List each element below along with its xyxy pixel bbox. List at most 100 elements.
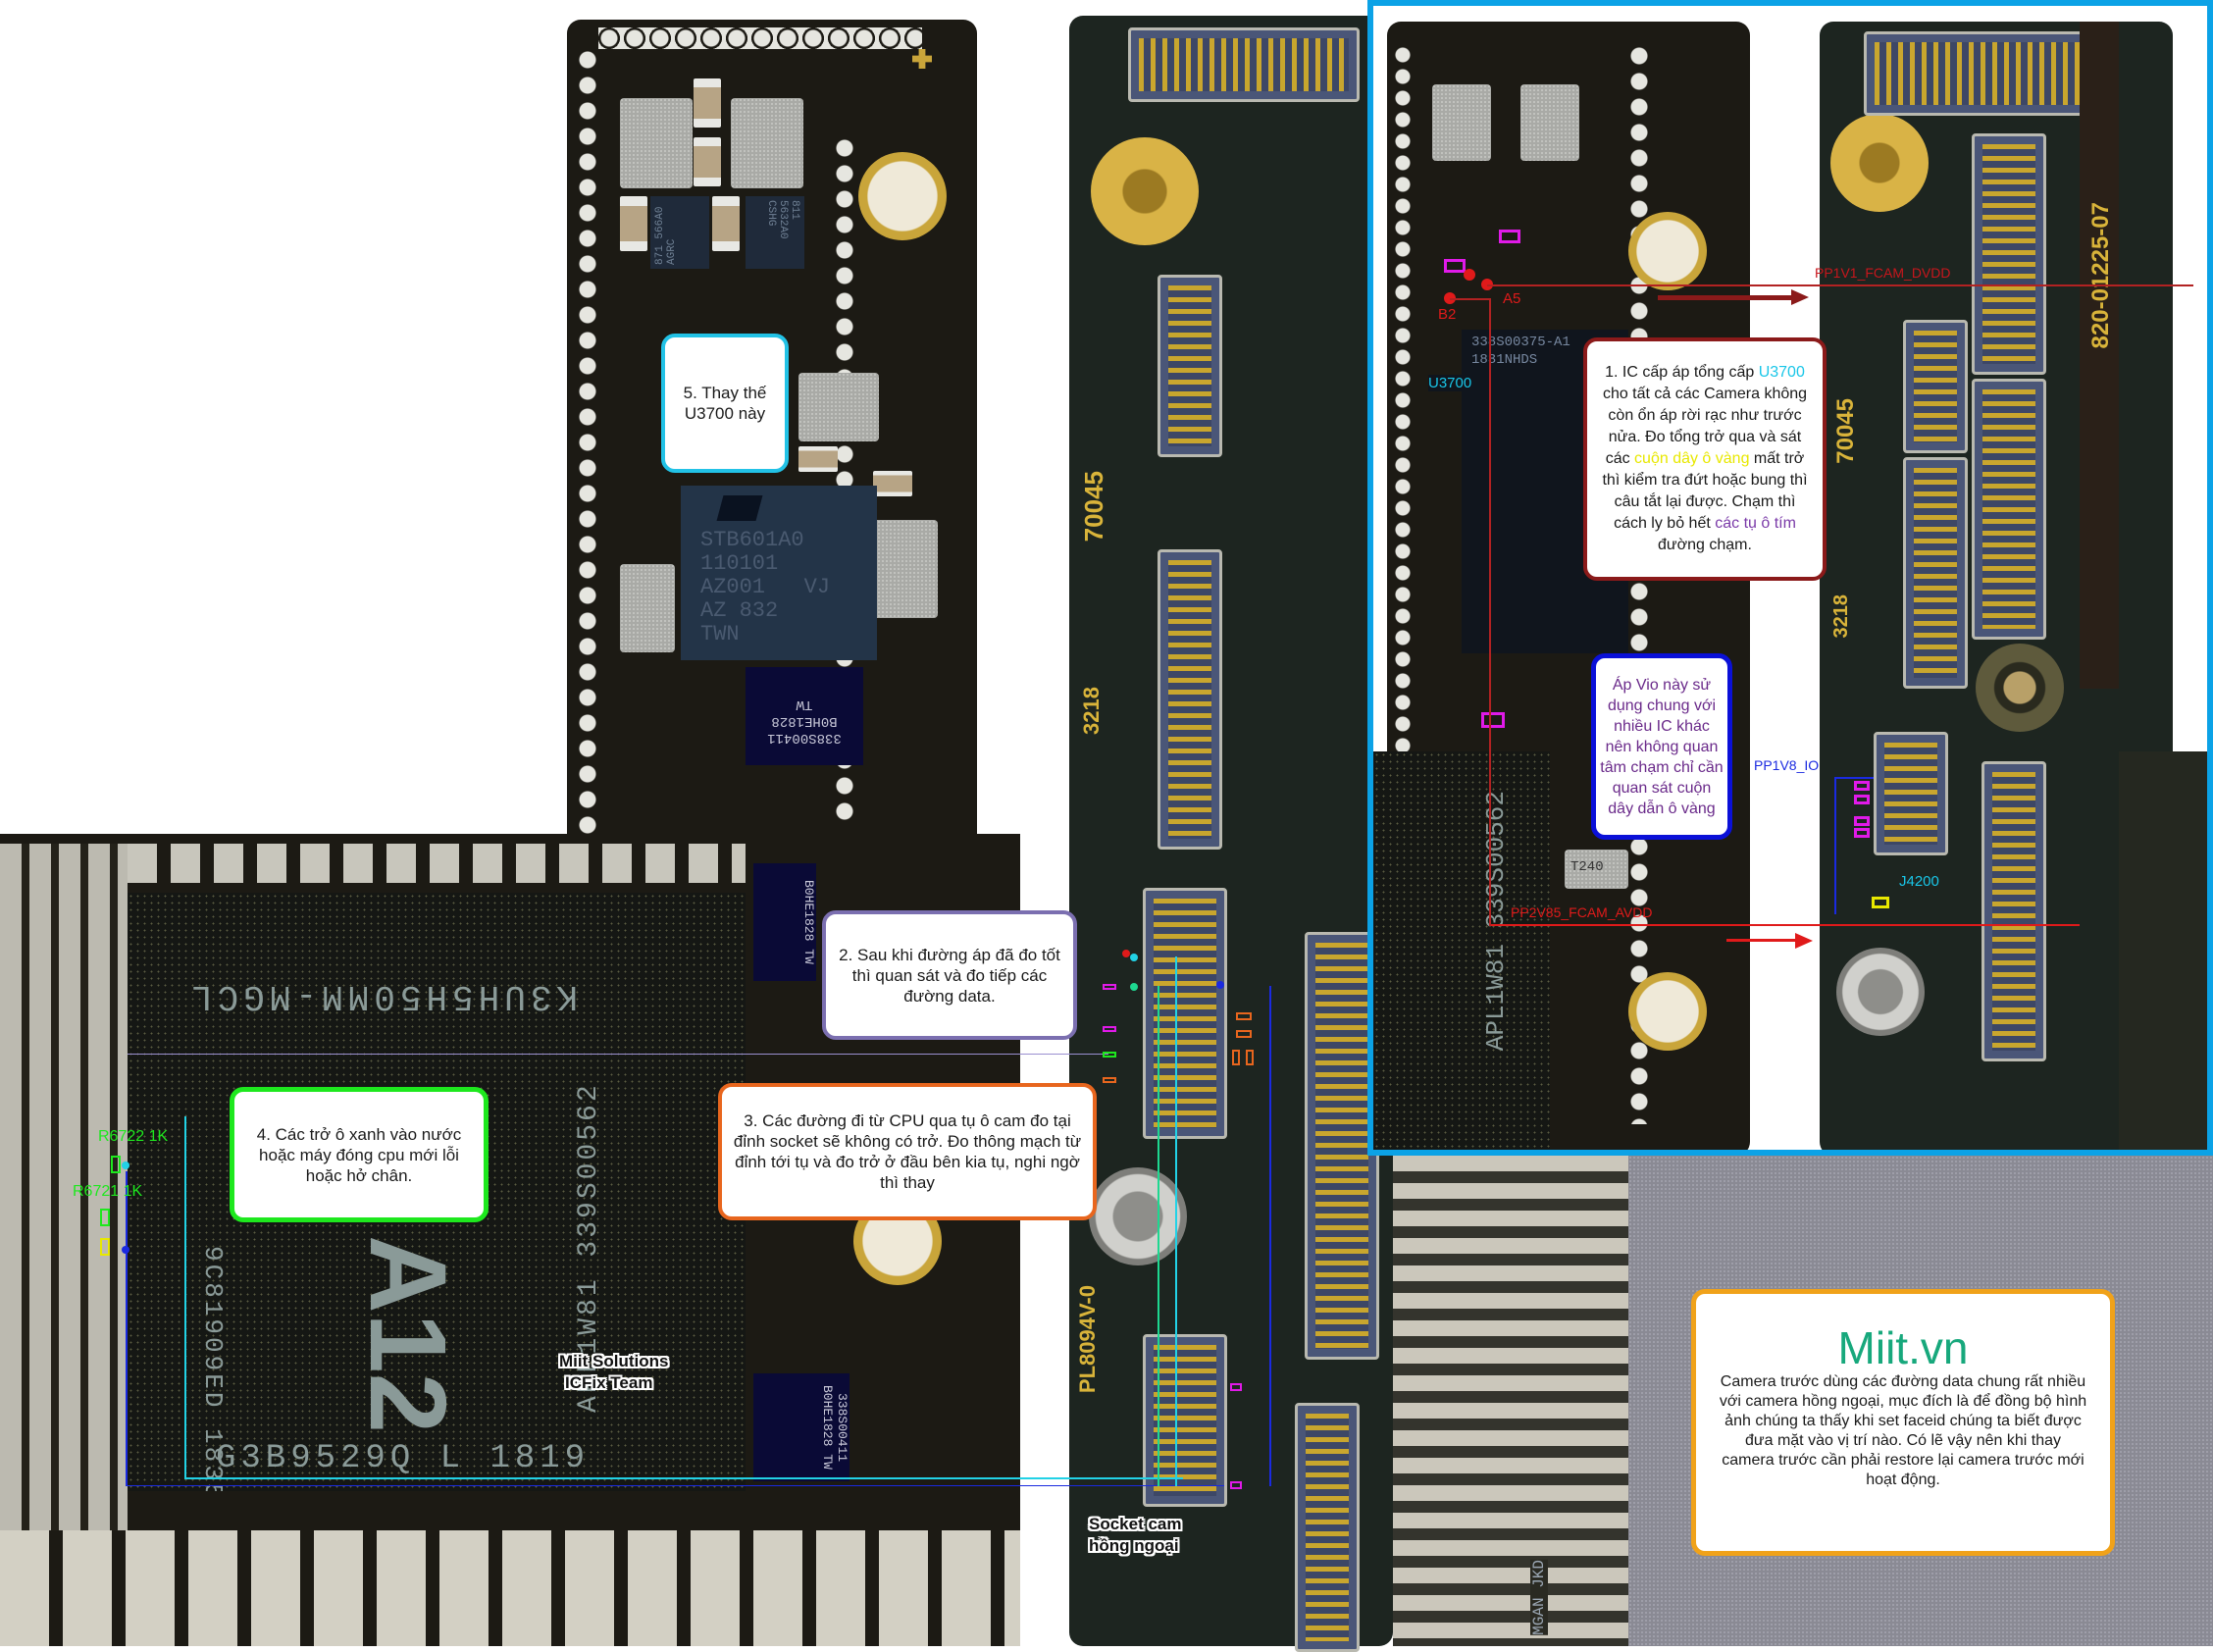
via-column-left [577,49,598,834]
callout-1-text: 1. IC cấp áp tổng cấp U3700 cho tất cả c… [1597,362,1813,556]
connector [1972,379,2046,640]
mounting-hole [858,152,947,240]
inductor [1520,84,1579,161]
ir-camera-socket[interactable] [1143,1334,1227,1507]
small-ic-1: 871 566A0 AGRC [650,196,709,269]
arrow-avdd-shaft [1726,939,1795,942]
test-point-dot [122,1162,129,1169]
yellow-coil-highlight [1872,897,1889,908]
trace-dvdd [1487,284,2193,286]
inset-via-column [1393,45,1413,751]
callout-3-cpu-traces: 3. Các đường đi từ CPU qua tụ ô cam đo t… [718,1083,1097,1220]
orange-cap-highlight [1103,1077,1116,1083]
miit-brand-title: Miit.vn [1837,1322,1969,1373]
ic-mark: B0HE1828 [801,880,816,942]
inset-via-column-right [1628,45,1650,1124]
ic-mark: TW [796,697,813,712]
purple-cap-highlight [1103,984,1116,990]
pmic-mark: STB601A0 [700,528,804,552]
trace-b2-vert [1489,298,1491,926]
connector-mid-1 [1158,275,1222,457]
inductor-3 [798,373,879,441]
r6721-label: R6721 1K [73,1183,143,1200]
purple-cap-highlight [1481,712,1505,728]
flex-code-silk: PL8094V-0 [1075,1285,1100,1394]
inset-board-strip [2080,22,2119,689]
small-ic-1-mark: 566A0 [654,206,666,239]
capacitor [694,137,721,186]
net-label-avdd: PP2V85_FCAM_AVDD [1511,904,1653,920]
pmic-small-mark: 1831NHDS [1471,352,1538,368]
callout-1-u3700-highlight: U3700 [1758,364,1805,381]
connector-side-2 [1295,1403,1360,1652]
gold-pad-large [1091,137,1199,245]
small-ic-2-mark: CSHG [765,200,777,227]
watermark-line2: ICFix Team [565,1373,653,1392]
trace-data-cyan-v [184,1116,186,1479]
inductor-t240: T240 [1565,850,1628,889]
net-label-dvdd: PP1V1_FCAM_DVDD [1815,265,1951,281]
inductor-4 [873,520,938,618]
purple-cap-highlight [1103,1026,1116,1032]
cpu-bottom-marking: G3B9529Q L 1819 [216,1440,591,1477]
t240-mark: T240 [1570,859,1604,875]
trace-data-blue-v [126,1171,128,1485]
purple-cap-highlight [1854,828,1870,838]
component-strip-bottom [0,1530,1020,1646]
small-ic-1-mark: AGRC [666,238,678,265]
purple-cap-highlight [1499,230,1520,243]
mounting-hole [1628,212,1707,290]
trace-data-blue-h [126,1485,1224,1486]
ic-mark: TW [801,949,816,964]
small-ic-1-mark: 871 [654,245,666,265]
pmic-mark: TWN [700,622,740,646]
mounting-hole [1836,948,1925,1036]
pin-a5-label: A5 [1503,290,1521,307]
green-resistor-r6721 [100,1209,110,1226]
net-label-io: PP1V8_IO [1754,757,1820,773]
mounting-hole [1628,972,1707,1051]
callout-3-text: 3. Các đường đi từ CPU qua tụ ô cam đo t… [733,1111,1082,1192]
component-area-bottom-right [1393,1156,1628,1646]
component-strip-left [0,844,128,1530]
trace-io [1834,777,1836,914]
j4200-socket[interactable] [1874,732,1948,855]
test-point-dot [1464,269,1475,281]
test-point-dot [1130,983,1138,991]
callout-1-part2: cho tất cả các Camera không còn ổn áp rờ… [1602,386,1808,467]
capacitor [712,196,740,251]
callout-2-text: 2. Sau khi đường áp đã đo tốt thì quan s… [839,945,1060,1006]
capacitor [694,78,721,128]
arrow-dvdd-shaft [1658,295,1791,300]
trace-socket-blue [1269,986,1271,1486]
capacitor [620,196,647,251]
callout-4-green-resistors: 4. Các trở ô xanh vào nước hoặc máy đóng… [230,1087,489,1222]
board-silk-3218: 3218 [1830,594,1852,639]
board-silk-70045: 70045 [1079,471,1108,542]
small-ic-2-mark: 811 [789,200,800,220]
connector [1972,133,2046,375]
connector-side [1305,932,1379,1360]
connector [1903,457,1968,689]
purple-cap-highlight [1230,1383,1242,1391]
purple-cap-highlight [1854,781,1870,791]
board-silk-70045: 70045 [1832,398,1859,464]
connector-mid-2 [1158,549,1222,850]
trace-socket-cyan [1175,956,1177,1486]
callout-1-u3700-info: 1. IC cấp áp tổng cấp U3700 cho tất cả c… [1583,337,1827,581]
miit-body-text: Camera trước dùng các đường data chung r… [1719,1373,2087,1488]
callout-1-part1: IC cấp áp tổng cấp [1618,364,1759,381]
green-cap-highlight [1103,1052,1116,1058]
purple-cap-highlight [1444,259,1466,273]
ic-mark: TW [820,1454,835,1470]
test-point-dot [1130,954,1138,961]
j4200-ref-label: J4200 [1899,873,1939,890]
orange-cap-highlight [1232,1050,1240,1065]
pin-b2-label: B2 [1438,306,1457,323]
gold-pad-large [1830,114,1929,212]
callout-4-text: 4. Các trở ô xanh vào nước hoặc máy đóng… [256,1124,462,1185]
cpu-top-marking: K3UH5H50MM-MGCL [186,976,579,1016]
cpu-edge-marking: APL1W81 339S00562 [1481,791,1511,1052]
mounting-hole [1089,1167,1187,1265]
front-camera-socket[interactable] [1143,888,1227,1139]
